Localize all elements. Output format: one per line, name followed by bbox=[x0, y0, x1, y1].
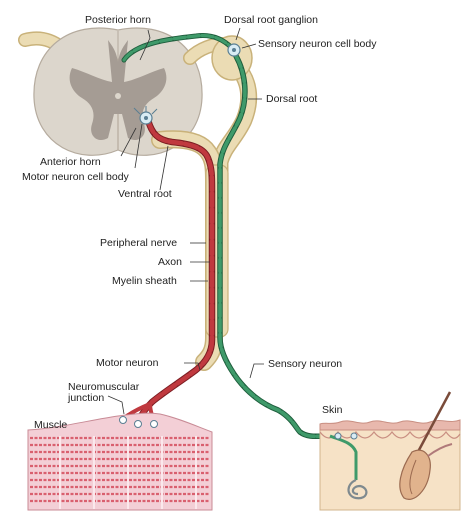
hair-follicle bbox=[399, 391, 453, 500]
label-dorsal-root-ganglion: Dorsal root ganglion bbox=[224, 14, 318, 26]
central-canal bbox=[115, 93, 121, 99]
label-muscle: Muscle bbox=[34, 419, 67, 431]
dorsal-root-ganglion-shape bbox=[211, 35, 253, 81]
label-neuromuscular-junction-line1: Neuromuscular bbox=[68, 381, 140, 393]
label-motor-neuron-cell-body: Motor neuron cell body bbox=[22, 171, 130, 183]
skin-tissue bbox=[319, 391, 461, 511]
label-posterior-horn: Posterior horn bbox=[85, 14, 151, 26]
sensory-receptor bbox=[329, 432, 368, 500]
motor-neuron-cell-body bbox=[133, 106, 158, 125]
muscle-fibers bbox=[30, 436, 210, 509]
neuromuscular-junction-terminals bbox=[119, 416, 158, 428]
dermal-papillae bbox=[319, 431, 461, 439]
label-axon: Axon bbox=[158, 256, 182, 268]
motor-axon bbox=[122, 116, 216, 424]
label-ventral-root: Ventral root bbox=[118, 188, 172, 200]
label-peripheral-nerve: Peripheral nerve bbox=[100, 237, 177, 249]
sensory-axon bbox=[121, 33, 331, 440]
label-motor-neuron: Motor neuron bbox=[96, 357, 159, 369]
label-sensory-neuron: Sensory neuron bbox=[268, 358, 342, 370]
label-sensory-neuron-cell-body: Sensory neuron cell body bbox=[258, 38, 377, 50]
label-dorsal-root: Dorsal root bbox=[266, 93, 317, 105]
leader-lines bbox=[107, 27, 264, 415]
muscle-tissue bbox=[27, 412, 213, 511]
label-neuromuscular-junction-line2: junction bbox=[67, 392, 104, 404]
label-anterior-horn: Anterior horn bbox=[40, 156, 101, 168]
label-myelin-sheath: Myelin sheath bbox=[112, 275, 177, 287]
sensory-neuron-cell-body bbox=[227, 43, 241, 57]
label-skin: Skin bbox=[322, 404, 343, 416]
epidermis bbox=[319, 419, 461, 431]
